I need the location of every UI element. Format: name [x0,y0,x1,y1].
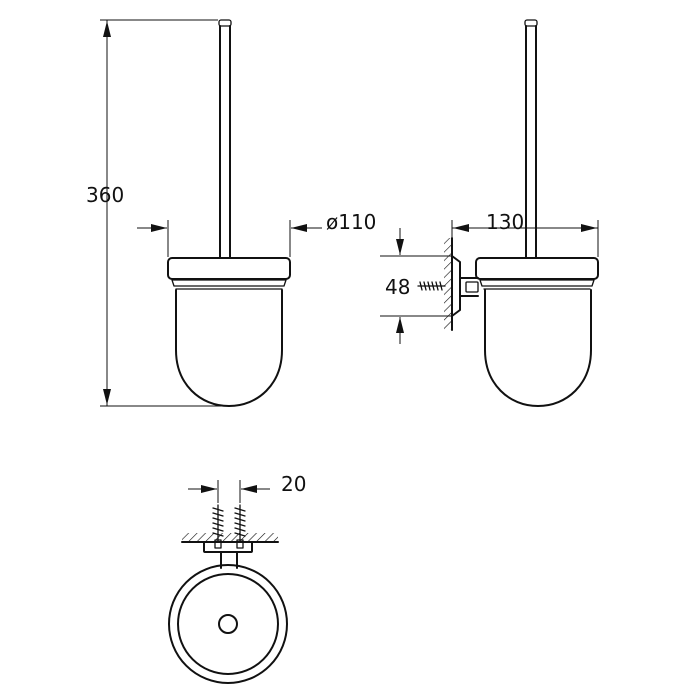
rim-ring [479,279,595,287]
inner-ring [177,573,279,675]
arrow-down [103,389,111,405]
arm-collar [465,281,479,293]
arrow-left [453,224,469,232]
bowl [175,289,283,407]
rim-ring [171,279,287,287]
front-view [100,19,322,407]
arrow-left [241,485,257,493]
depth-label: 130 [486,210,524,234]
screw-head-left [214,539,222,549]
bowl [484,289,592,407]
wall-plate [451,255,461,317]
arrow-left [291,224,307,232]
outer-ring [168,564,288,684]
lid [167,257,291,280]
diameter-label: ø110 [326,210,376,234]
wall-hatch [444,238,452,330]
brush-handle [525,25,537,259]
arrow-up [396,317,404,333]
arrow-right [581,224,597,232]
screw-thread [419,281,443,291]
screw-left [212,504,224,542]
top-view [168,480,288,684]
wall-hatch [182,533,278,542]
arrow-right [151,224,167,232]
arrow-right [201,485,217,493]
screw-right [234,504,246,542]
lid [475,257,599,280]
handle-cap [218,19,232,27]
plate-label: 48 [385,275,410,299]
arrow-up [103,21,111,37]
holder-arm [459,277,479,297]
wall-plate [203,541,253,553]
handle-cap [524,19,538,27]
arrow-down [396,239,404,255]
side-view [380,19,599,407]
screw-head-right [236,539,244,549]
height-label: 360 [86,183,124,207]
handle-top [218,614,238,634]
brush-handle [219,25,231,259]
spacing-label: 20 [281,472,306,496]
